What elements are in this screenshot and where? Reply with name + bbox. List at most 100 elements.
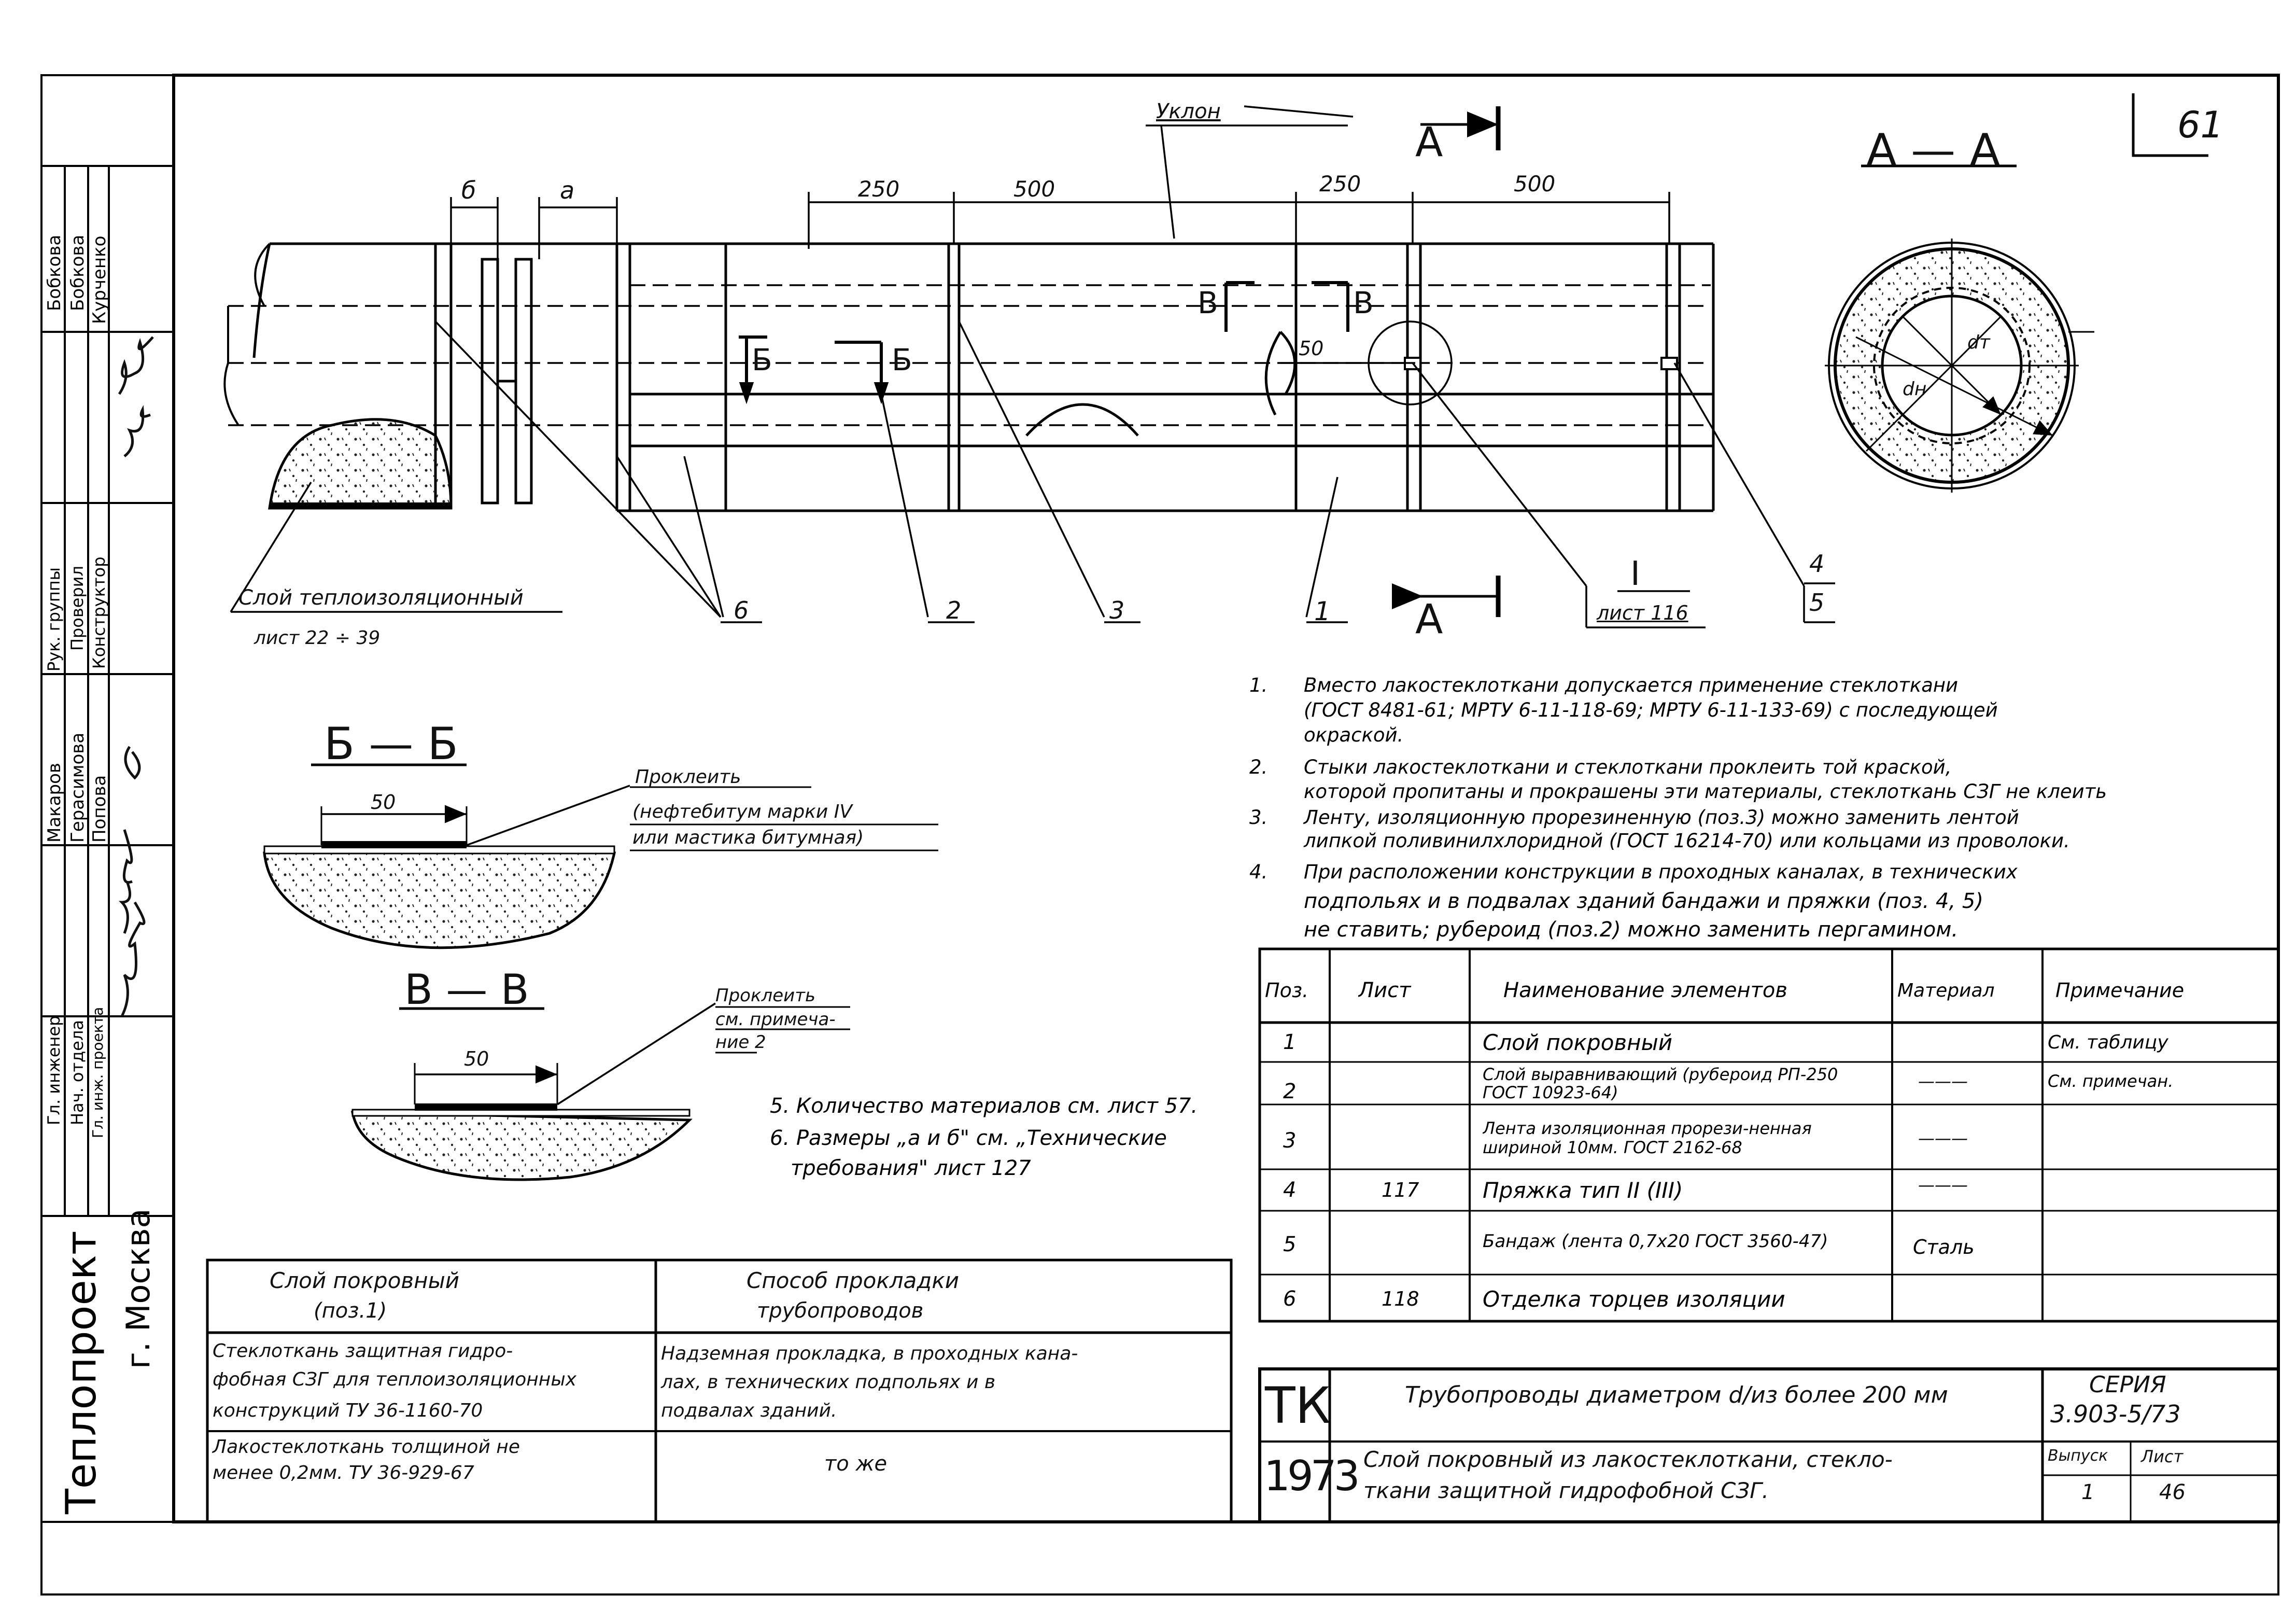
signatures	[118, 336, 154, 1017]
insulation-sheet: лист 22 ÷ 39	[254, 627, 381, 649]
cover-r1-a2: фобная СЗГ для теплоизоляционных	[213, 1369, 577, 1390]
section-mark-B-left: Б	[752, 342, 772, 377]
section-VV-note-1: Проклеить	[715, 985, 816, 1006]
cover-r1-b1: Надземная прокладка, в проходных кана-	[661, 1343, 1078, 1364]
stamp-role-6: Конструктор	[89, 556, 109, 669]
left-stamp-grid	[41, 165, 174, 1217]
title-block-grid	[1258, 1367, 2280, 1523]
pipe-body	[252, 242, 1715, 512]
callout-4: 4	[1809, 550, 1825, 578]
note-6-line-1: 6. Размеры „а и б" см. „Технические	[770, 1126, 1167, 1150]
section-mark-B-right: Б	[892, 342, 912, 377]
note-3-num: 3.	[1249, 806, 1268, 829]
stamp-name-6: Курченко	[89, 235, 110, 324]
callout-2: 2	[946, 596, 962, 624]
section-BB-dim: 50	[371, 791, 396, 814]
section-BV-marks	[739, 281, 1349, 404]
section-VV-note-3: ние 2	[715, 1032, 766, 1053]
spec-row-2-name: Слой выравнивающий (рубероид РП-250 ГОСТ…	[1483, 1064, 1838, 1102]
cover-r1-b3: подвалах зданий.	[661, 1400, 837, 1421]
label-dn: dн	[1903, 379, 1927, 400]
note-1-line-3: окраской.	[1304, 724, 1404, 746]
dim-50: 50	[1299, 337, 1324, 360]
section-VV-note-2: см. примеча-	[715, 1009, 836, 1030]
callout-detail-sheet: лист 116	[1597, 601, 1688, 624]
note-1-num: 1.	[1249, 674, 1268, 696]
note-4-line-2: подпольях и в подвалах зданий бандажи и …	[1304, 889, 1983, 913]
section-mark-A-bottom: А	[1415, 596, 1443, 643]
stamp-name-4: Бобкова	[44, 234, 65, 311]
spec-row-1-note: См. таблицу	[2048, 1031, 2168, 1053]
stamp-role-2: Нач. отдела	[67, 1019, 87, 1125]
tb-sheet: 46	[2159, 1480, 2186, 1504]
stamp-name-2: Герасимова	[67, 732, 88, 843]
spec-row-3-pos: 3	[1283, 1129, 1297, 1153]
stamp-org: Теплопроект	[57, 1230, 105, 1514]
tb-issue-label: Выпуск	[2048, 1447, 2108, 1465]
cover-r2-b: то же	[824, 1452, 888, 1476]
insulation-section	[268, 418, 453, 510]
stamp-name-1: Макаров	[44, 763, 65, 843]
note-2-num: 2.	[1249, 756, 1268, 778]
cover-h1-line2: (поз.1)	[314, 1299, 387, 1323]
dim-250-left: 250	[858, 176, 900, 202]
note-3-line-2: липкой поливинилхлоридной (ГОСТ 16214-70…	[1304, 830, 2070, 852]
tb-title-2: Слой покровный из лакостеклоткани, стекл…	[1363, 1447, 1893, 1472]
callout-5: 5	[1809, 589, 1825, 617]
note-4-line-3: не ставить; рубероид (поз.2) можно замен…	[1304, 918, 1959, 942]
cover-table-grid	[206, 1258, 1233, 1523]
spec-row-4-mat: ———	[1918, 1175, 1968, 1195]
note-3-line-1: Ленту, изоляционную прорезиненную (поз.3…	[1304, 806, 2019, 829]
spec-header-pos: Поз.	[1265, 979, 1309, 1002]
spec-row-5-name: Бандаж (лента 0,7х20 ГОСТ 3560-47)	[1483, 1231, 1828, 1252]
section-BB-title: Б — Б	[324, 718, 458, 770]
stamp-name-3: Попова	[89, 775, 110, 843]
leader-lines	[230, 320, 1835, 628]
cover-r2-a2: менее 0,2мм. ТУ 36-929-67	[213, 1462, 474, 1484]
note-2-line-1: Стыки лакостеклоткани и стеклоткани прок…	[1304, 756, 1952, 778]
spec-header-material: Материал	[1897, 980, 1995, 1001]
dimension-lines	[450, 192, 1670, 364]
section-mark-V-left: В	[1198, 285, 1218, 320]
note-2-line-2: которой пропитаны и прокрашены эти матер…	[1304, 780, 2107, 803]
section-VV-drawing	[350, 1002, 850, 1181]
dim-b: б	[461, 176, 476, 204]
stamp-role-5: Проверил	[67, 565, 87, 651]
label-dt: dт	[1967, 332, 1990, 353]
note-1-line-1: Вместо лакостеклоткани допускается приме…	[1304, 674, 1959, 696]
stamp-name-5: Бобкова	[67, 234, 88, 311]
stamp-role-1: Гл. инженер	[44, 1015, 64, 1125]
section-A-marks	[1392, 106, 1501, 617]
tb-series: 3.903-5/73	[2050, 1400, 2181, 1428]
spec-row-3-mat: ———	[1918, 1128, 1968, 1148]
callout-detail-I: I	[1630, 555, 1640, 593]
spec-row-6-sheet: 118	[1382, 1288, 1419, 1310]
spec-row-4-name: Пряжка тип II (III)	[1483, 1177, 1683, 1203]
section-BB-note-1: Проклеить	[635, 766, 741, 788]
note-4-line-1: При расположении конструкции в проходных…	[1304, 861, 2018, 883]
spec-header-sheet: Лист	[1358, 978, 1411, 1002]
section-VV-dim: 50	[464, 1047, 489, 1070]
section-BB-note-3: или мастика битумная)	[632, 827, 864, 848]
spec-row-6-pos: 6	[1283, 1287, 1297, 1311]
section-VV-title: В — В	[404, 966, 529, 1014]
note-4-num: 4.	[1249, 861, 1268, 883]
tb-year: 1973	[1264, 1452, 1360, 1500]
callout-3: 3	[1109, 596, 1125, 624]
sheet-number: 61	[2177, 104, 2224, 146]
spec-row-2-mat: ———	[1918, 1071, 1968, 1091]
tb-sheet-label: Лист	[2141, 1447, 2184, 1466]
stamp-role-4: Рук. группы	[44, 567, 64, 671]
stamp-city: г. Москва	[119, 1208, 157, 1369]
spec-row-4-sheet: 117	[1382, 1179, 1419, 1201]
spec-row-1-name: Слой покровный	[1483, 1029, 1673, 1055]
tb-code: ТК	[1265, 1377, 1331, 1435]
section-BB-note-2: (нефтебитум марки IV	[632, 801, 853, 822]
spec-table-grid	[1258, 947, 2280, 1323]
spec-row-1-pos: 1	[1283, 1030, 1297, 1054]
tb-title-3: ткани защитной гидрофобной СЗГ.	[1363, 1478, 1769, 1503]
section-AA-title: А — А	[1866, 124, 2001, 176]
insulation-label: Слой теплоизоляционный	[238, 586, 524, 610]
section-BB-drawing	[263, 763, 938, 949]
callout-1: 1	[1314, 596, 1331, 626]
